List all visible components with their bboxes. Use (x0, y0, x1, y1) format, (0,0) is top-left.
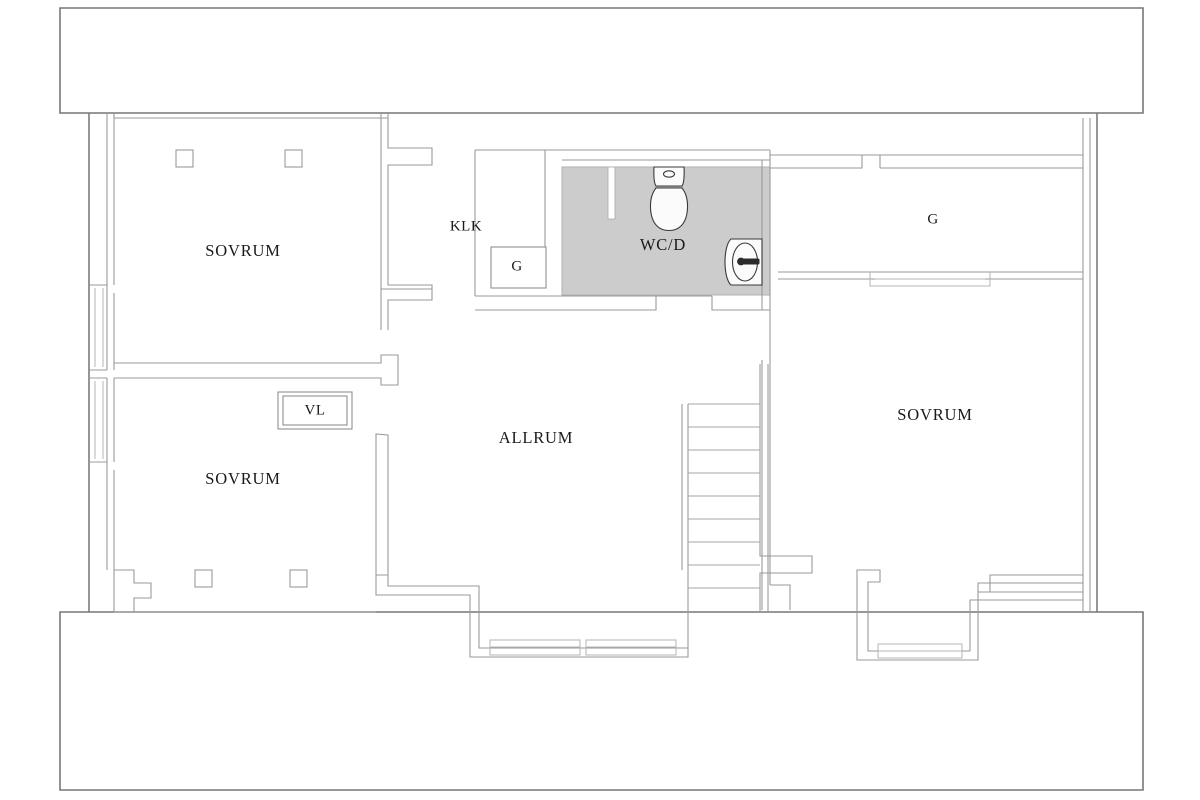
cabinet-vl: VL (277, 391, 353, 430)
staircase (681, 364, 813, 612)
room-label-klk: KLK (450, 218, 482, 234)
room-label-allrum: ALLRUM (499, 428, 573, 447)
sink-icon (724, 238, 763, 286)
room-label-g-klk: G (511, 258, 522, 274)
room-sovrum-right: SOVRUM (761, 310, 972, 610)
closet-g-right: G (770, 154, 1083, 287)
stair-treads (688, 403, 760, 589)
room-label-wc-d: WC/D (640, 235, 686, 254)
room-sovrum-bottom-left: SOVRUM (114, 469, 376, 613)
room-label-sovrum-top-left: SOVRUM (205, 241, 280, 260)
dormer-bottom-center (469, 612, 689, 658)
room-sovrum-top-left: SOVRUM (114, 113, 433, 386)
room-allrum: ALLRUM (375, 428, 573, 612)
dormer-bottom-right (856, 569, 1083, 661)
floor-envelope (88, 113, 1098, 612)
room-label-sovrum-bottom-left: SOVRUM (205, 469, 280, 488)
room-label-vl: VL (305, 402, 326, 418)
interior-connectors (113, 113, 389, 330)
toilet-icon (649, 166, 689, 232)
closet-g-klk: G (490, 246, 547, 289)
room-wc-d: WC/D (475, 149, 771, 311)
room-label-sovrum-right: SOVRUM (897, 405, 972, 424)
room-klk: KLK (381, 149, 546, 297)
room-label-g-right: G (927, 211, 938, 227)
building-outline (59, 7, 1144, 791)
